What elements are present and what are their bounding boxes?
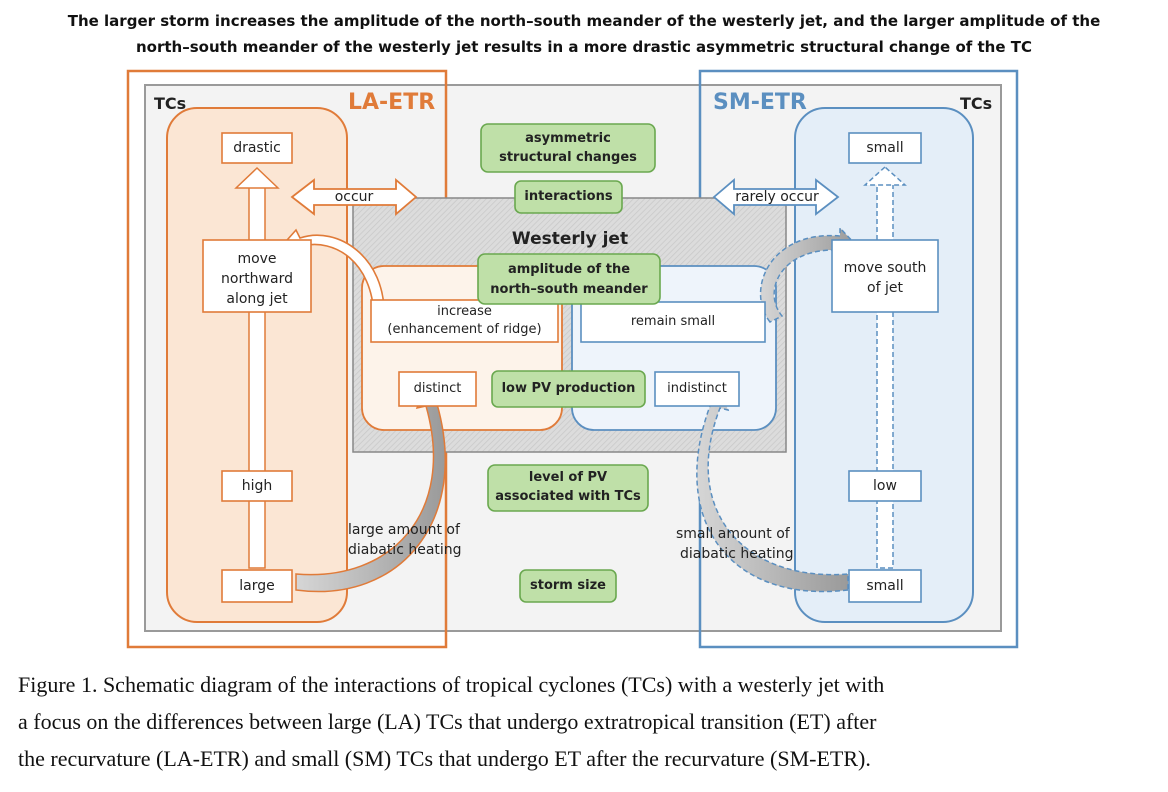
low-pv-box — [491, 370, 646, 408]
sm-rarely-occur-label: rarely occur — [735, 189, 819, 205]
la-distinct-label: distinct — [413, 381, 462, 396]
sm-small-bottom-box — [848, 569, 922, 603]
asym-l2: structural changes — [499, 150, 637, 165]
la-move-box — [202, 239, 312, 313]
sm-small-top-label: small — [866, 140, 904, 156]
sm-indistinct-label: indistinct — [667, 381, 727, 396]
figure-caption-line-2: a focus on the differences between large… — [18, 709, 877, 734]
la-high-box — [221, 470, 293, 502]
la-etr-title: LA-ETR — [348, 90, 436, 115]
low-pv-label: low PV production — [501, 381, 636, 396]
westerly-jet-label: Westerly jet — [511, 229, 629, 249]
sm-tcs-label: TCs — [960, 94, 993, 113]
occur-double-arrow — [290, 178, 418, 216]
la-high-label: high — [241, 478, 273, 494]
sm-vertical-arrowhead — [863, 165, 907, 186]
heading-line-1: The larger storm increases the amplitude… — [67, 12, 1101, 30]
la-heating-l2: diabatic heating — [348, 542, 462, 558]
storm-size-label: storm size — [530, 578, 606, 593]
la-occur-label: occur — [334, 189, 374, 205]
la-increase-l1: increase — [437, 304, 492, 319]
sm-small-bottom-label: small — [866, 578, 904, 594]
la-move-l2: northward — [221, 271, 293, 287]
storm-size-box — [519, 569, 617, 603]
la-tcs-label: TCs — [154, 94, 187, 113]
la-vertical-arrowhead — [234, 166, 280, 189]
figure-caption-line-3: the recurvature (LA-ETR) and small (SM) … — [18, 746, 871, 771]
la-large-label: large — [239, 578, 275, 594]
sm-move-curved-arrow — [759, 226, 858, 323]
la-drastic-label: drastic — [233, 140, 281, 156]
sm-low-label: low — [873, 478, 897, 494]
la-large-box — [221, 569, 293, 603]
sm-move-l2: of jet — [867, 280, 903, 296]
level-pv-box — [487, 464, 649, 512]
amplitude-box — [477, 253, 661, 305]
interactions-label: interactions — [524, 189, 613, 204]
interactions-box — [514, 180, 623, 214]
level-l1: level of PV — [528, 470, 608, 485]
la-heating-l1: large amount of — [348, 522, 460, 538]
sm-low-box — [848, 470, 922, 502]
sm-indistinct-box — [654, 371, 740, 407]
amp-l1: amplitude of the — [507, 262, 631, 277]
sm-small-top-box — [848, 132, 922, 164]
sm-heating-l1: small amount of — [676, 526, 790, 542]
sm-remain-small-label: remain small — [630, 314, 716, 329]
asym-changes-box — [480, 123, 656, 173]
figure-caption-line-1: Figure 1. Schematic diagram of the inter… — [18, 672, 885, 697]
amp-l2: north–south meander — [490, 282, 648, 297]
sm-etr-title: SM-ETR — [713, 90, 807, 115]
la-distinct-box — [398, 371, 477, 407]
sm-remain-small-box — [580, 301, 766, 343]
la-increase-box — [370, 299, 559, 343]
la-increase-l2: (enhancement of ridge) — [387, 322, 542, 337]
rarely-occur-double-arrow — [712, 178, 840, 216]
asym-l1: asymmetric — [525, 131, 611, 146]
sm-move-box — [831, 239, 939, 313]
sm-move-l1: move south — [843, 260, 927, 276]
la-move-l1: move — [237, 251, 277, 267]
la-move-l3: along jet — [226, 291, 288, 307]
sm-heating-l2: diabatic heating — [680, 546, 794, 562]
level-l2: associated with TCs — [495, 489, 641, 504]
heading-line-2: north–south meander of the westerly jet … — [136, 38, 1032, 56]
la-drastic-box — [221, 132, 293, 164]
